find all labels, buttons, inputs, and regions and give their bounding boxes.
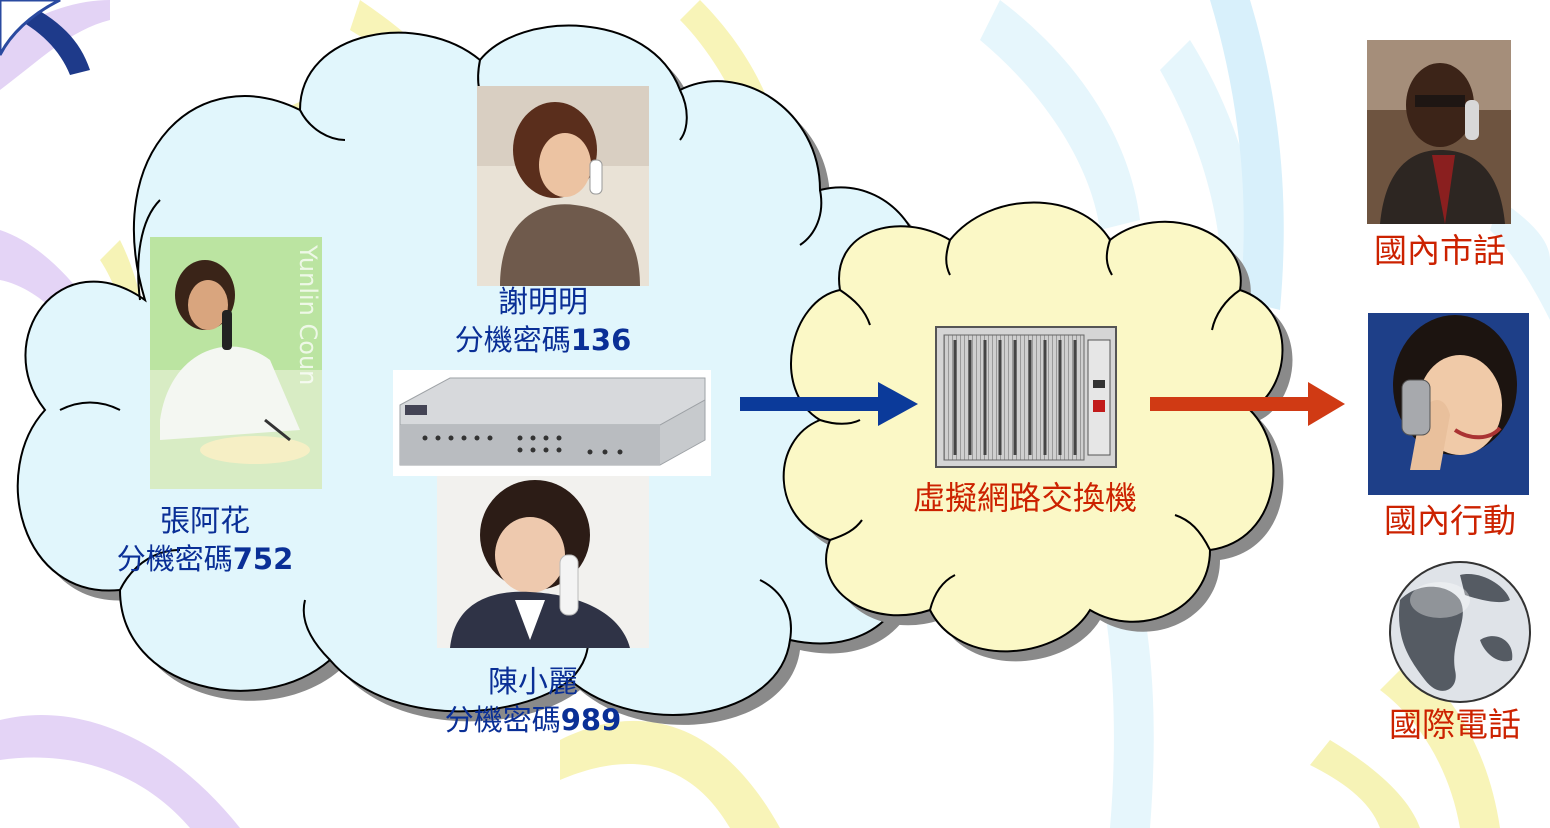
photo-watermark: Yunlin Coun	[294, 244, 322, 385]
switch-rack	[935, 326, 1117, 468]
user-label-chen: 陳小麗 分機密碼989	[403, 664, 663, 738]
user-ext: 分機密碼989	[444, 702, 622, 737]
router-device	[393, 370, 711, 476]
user-label-zhang: 張阿花 分機密碼752	[80, 503, 330, 577]
user-photo-xie	[477, 86, 649, 286]
arrow-to-destinations	[1150, 382, 1345, 426]
user-label-xie: 謝明明 分機密碼136	[413, 284, 673, 358]
user-ext: 分機密碼136	[454, 322, 632, 357]
dest-label-mobile: 國內行動	[1384, 501, 1516, 540]
switch-label: 虛擬網路交換機	[912, 479, 1137, 517]
user-name: 張阿花	[160, 504, 250, 539]
globe-icon	[1389, 561, 1531, 703]
user-photo-zhang: Yunlin Coun	[150, 237, 322, 489]
dest-label-landline: 國內市話	[1374, 231, 1506, 270]
arrow-to-switch	[740, 382, 918, 426]
dest-label-international: 國際電話	[1389, 705, 1521, 744]
user-photo-chen	[437, 476, 649, 648]
user-name: 謝明明	[498, 285, 588, 320]
dest-photo-mobile	[1368, 313, 1529, 495]
user-name: 陳小麗	[488, 665, 578, 700]
dest-photo-landline	[1367, 40, 1511, 224]
user-ext: 分機密碼752	[116, 541, 294, 576]
